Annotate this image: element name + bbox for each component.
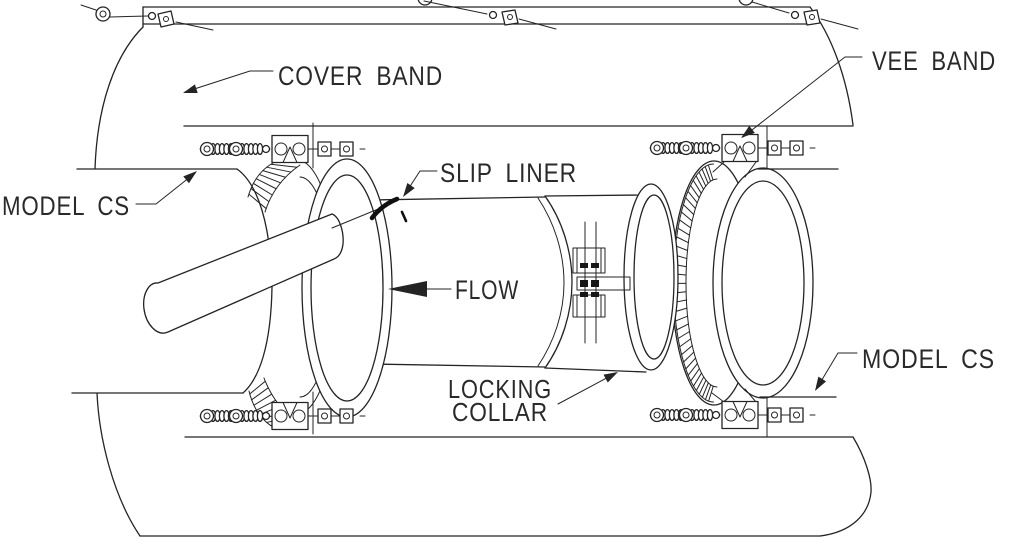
t-bolt-clamp-lower-right (649, 400, 816, 430)
fastener-screw-icon (80, 4, 214, 31)
callout-labels: COVER BAND VEE BAND MODEL CS SLIP LINER … (2, 46, 996, 427)
leader-arrowhead-icon (603, 372, 618, 383)
t-bolt-clamp-upper-right (649, 133, 816, 163)
flow-arrow-icon (388, 281, 427, 297)
label-flow: FLOW (455, 275, 519, 305)
fastener-screw-icon (417, 0, 557, 30)
leader-arrowhead-icon (183, 84, 198, 93)
probe-cylinder (143, 206, 384, 334)
cover-band-outline (94, 6, 872, 537)
leader-arrowhead-icon (741, 125, 755, 138)
locking-collar-flange-ring (623, 183, 679, 371)
locking-collar-latch (572, 221, 631, 344)
label-locking-collar-line2: COLLAR (452, 397, 548, 427)
vee-band-brackets (711, 161, 757, 403)
slip-liner-bell-ring (301, 158, 393, 418)
model-cs-pipe-right (712, 167, 839, 399)
flow-indicator (388, 281, 452, 297)
label-cover-band: COVER BAND (278, 61, 443, 91)
leader-arrowhead-icon (403, 182, 415, 197)
probe-needle (331, 206, 384, 229)
t-bolt-clamp-upper-left (199, 134, 366, 164)
fastener-screw-icon (738, 0, 859, 30)
leader-arrowhead-icon (183, 171, 197, 184)
leader-arrowhead-icon (815, 376, 827, 391)
label-model-cs-left: MODEL CS (2, 191, 130, 221)
label-vee-band: VEE BAND (872, 46, 996, 76)
label-locking-collar-line1: LOCKING (448, 374, 552, 404)
cover-band-fasteners (80, 0, 859, 31)
weld-mark-icon (369, 196, 400, 221)
t-bolt-clamp-lower-left (199, 401, 366, 431)
leaders (135, 56, 863, 405)
label-model-cs-right: MODEL CS (862, 344, 995, 374)
label-slip-liner: SLIP LINER (440, 158, 577, 188)
weld-mark-icon (400, 210, 408, 223)
